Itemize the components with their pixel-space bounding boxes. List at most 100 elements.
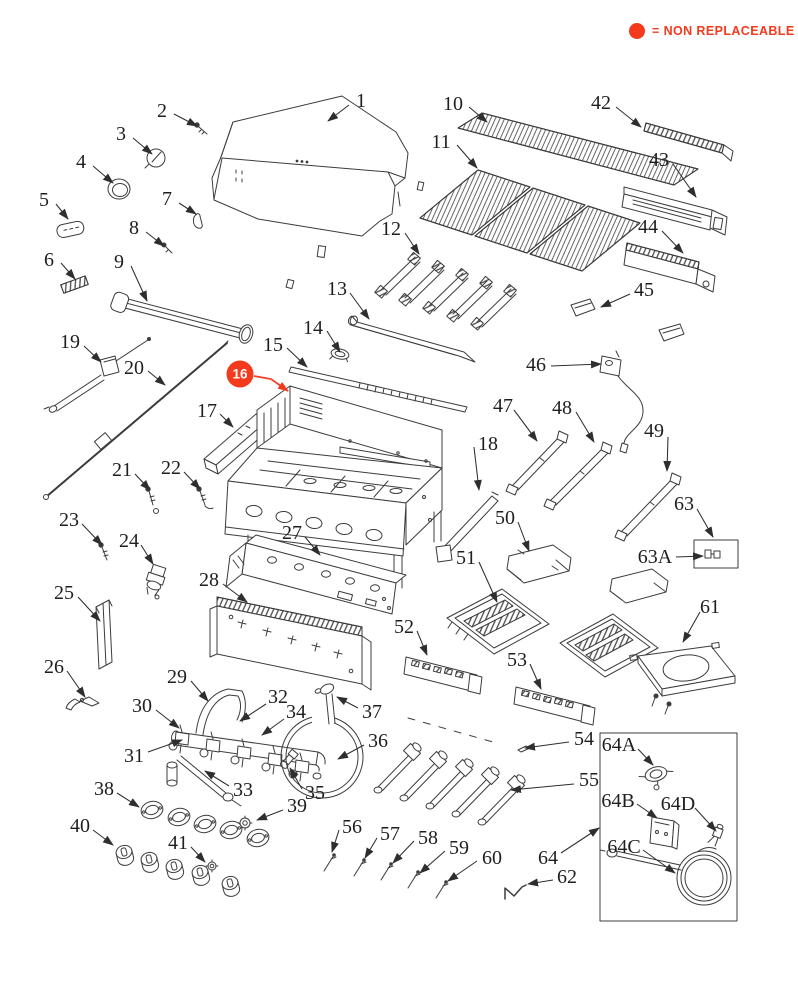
part-62-wire bbox=[504, 884, 527, 900]
part-14-leader-line bbox=[326, 330, 341, 353]
part-6-bracket bbox=[60, 275, 89, 294]
part-53-leader-line bbox=[529, 663, 542, 690]
part-52-leader-line bbox=[416, 630, 428, 656]
part-15-leader-line bbox=[286, 347, 308, 368]
part-5-plate bbox=[56, 220, 85, 238]
part-label-17: 17 bbox=[197, 400, 217, 422]
part-label-14: 14 bbox=[303, 317, 323, 339]
part-label-57: 57 bbox=[380, 823, 400, 845]
part-10-warming-rack bbox=[457, 112, 699, 186]
part-42-trim bbox=[643, 122, 734, 162]
part-label-48: 48 bbox=[552, 397, 572, 419]
part-27-bracket-panel bbox=[225, 534, 407, 615]
part-label-63A: 63A bbox=[638, 546, 673, 568]
part-label-13: 13 bbox=[327, 278, 347, 300]
part-39-leader-line bbox=[256, 809, 284, 821]
part-label-4: 4 bbox=[76, 151, 86, 173]
part-label-50: 50 bbox=[495, 507, 515, 529]
part-50-heat-plate bbox=[506, 544, 572, 584]
part-label-42: 42 bbox=[591, 92, 611, 114]
part-64a-regulator bbox=[638, 766, 674, 791]
part-label-34: 34 bbox=[286, 701, 306, 723]
part-label-52: 52 bbox=[394, 616, 414, 638]
part-13-support-bar bbox=[348, 315, 476, 363]
legend-label: = NON REPLACEABLE bbox=[652, 24, 795, 38]
part-32-leader-line bbox=[239, 703, 267, 722]
part-label-58: 58 bbox=[418, 827, 438, 849]
part-hood-hardware bbox=[285, 181, 425, 290]
part-64B-leader-line bbox=[636, 803, 658, 819]
part-64b-bracket bbox=[649, 816, 680, 850]
legend: = NON REPLACEABLE bbox=[629, 23, 795, 39]
part-2-screw bbox=[194, 122, 208, 135]
part-31-leader-line bbox=[147, 739, 183, 753]
part-48-rail bbox=[543, 441, 613, 511]
part-23-screw bbox=[98, 542, 109, 561]
part-56-leader-line bbox=[331, 829, 340, 853]
part-19-crossover-tube bbox=[43, 337, 151, 413]
part-11-cooking-grates bbox=[419, 169, 641, 272]
part-51-tray bbox=[446, 588, 550, 655]
part-56-60-electrodes bbox=[323, 853, 449, 899]
part-13-leader-line bbox=[349, 292, 370, 320]
group-box-63 bbox=[693, 539, 739, 569]
part-23-leader-line bbox=[81, 523, 103, 546]
part-4-leader-line bbox=[92, 165, 114, 184]
part-label-64D: 64D bbox=[661, 793, 695, 815]
part-47-leader-line bbox=[513, 409, 538, 442]
part-22-screw bbox=[196, 486, 214, 510]
part-7-leader-line bbox=[178, 202, 197, 215]
part-45-brackets bbox=[570, 298, 685, 342]
part-16-leader-line bbox=[253, 375, 289, 392]
part-48-leader-line bbox=[575, 411, 595, 443]
part-43-burner-box bbox=[621, 186, 728, 236]
part-label-63: 63 bbox=[674, 493, 694, 515]
part-27-leader-line bbox=[304, 536, 321, 556]
part-55-leader-line bbox=[510, 783, 575, 794]
dashed-guide-line bbox=[407, 717, 501, 745]
part-label-5: 5 bbox=[39, 189, 49, 211]
part-label-56: 56 bbox=[342, 816, 362, 838]
part-25-leader-line bbox=[77, 596, 101, 622]
part-label-64: 64 bbox=[538, 847, 558, 869]
part-12-leader-line bbox=[404, 232, 420, 255]
heat-plate-2 bbox=[609, 568, 669, 604]
part-label-10: 10 bbox=[443, 93, 463, 115]
part-label-38: 38 bbox=[94, 778, 114, 800]
part-label-30: 30 bbox=[132, 695, 152, 717]
part-label-9: 9 bbox=[114, 251, 124, 273]
part-label-35: 35 bbox=[305, 782, 325, 804]
part-label-1: 1 bbox=[356, 90, 366, 112]
part-label-51: 51 bbox=[456, 547, 476, 569]
part-46-igniter bbox=[599, 350, 644, 454]
part-61-plate bbox=[629, 641, 736, 715]
part-24-leader-line bbox=[140, 544, 154, 565]
part-49-leader-line bbox=[663, 436, 672, 472]
part-39-clips bbox=[205, 815, 253, 873]
non-replaceable-dot bbox=[629, 23, 645, 39]
part-16-highlight-badge bbox=[226, 360, 254, 388]
part-50-leader-line bbox=[517, 521, 530, 552]
part-64-leader-line bbox=[560, 827, 600, 854]
part-54-leader-line bbox=[524, 741, 570, 751]
part-label-41: 41 bbox=[168, 832, 188, 854]
part-37-leader-line bbox=[336, 696, 359, 709]
part-33-leader-line bbox=[204, 770, 230, 787]
part-label-43: 43 bbox=[649, 149, 669, 171]
part-41-leader-line bbox=[190, 846, 206, 863]
part-label-49: 49 bbox=[644, 420, 664, 442]
part-label-2: 2 bbox=[157, 100, 167, 122]
part-label-12: 12 bbox=[381, 218, 401, 240]
part-34-leader-line bbox=[261, 718, 285, 736]
part-19-leader-line bbox=[83, 345, 102, 363]
part-label-11: 11 bbox=[431, 131, 450, 153]
part-label-37: 37 bbox=[362, 701, 382, 723]
part-8-screw bbox=[161, 242, 173, 254]
part-63-leader-line bbox=[696, 508, 714, 538]
part-36-hose-loop bbox=[280, 693, 364, 799]
part-15-trim-strip bbox=[288, 366, 468, 413]
part-35-leader-line bbox=[289, 767, 303, 790]
part-1-leader-line bbox=[327, 104, 350, 122]
part-55-burner-tubes bbox=[373, 742, 526, 826]
part-38-bezels bbox=[140, 800, 270, 848]
